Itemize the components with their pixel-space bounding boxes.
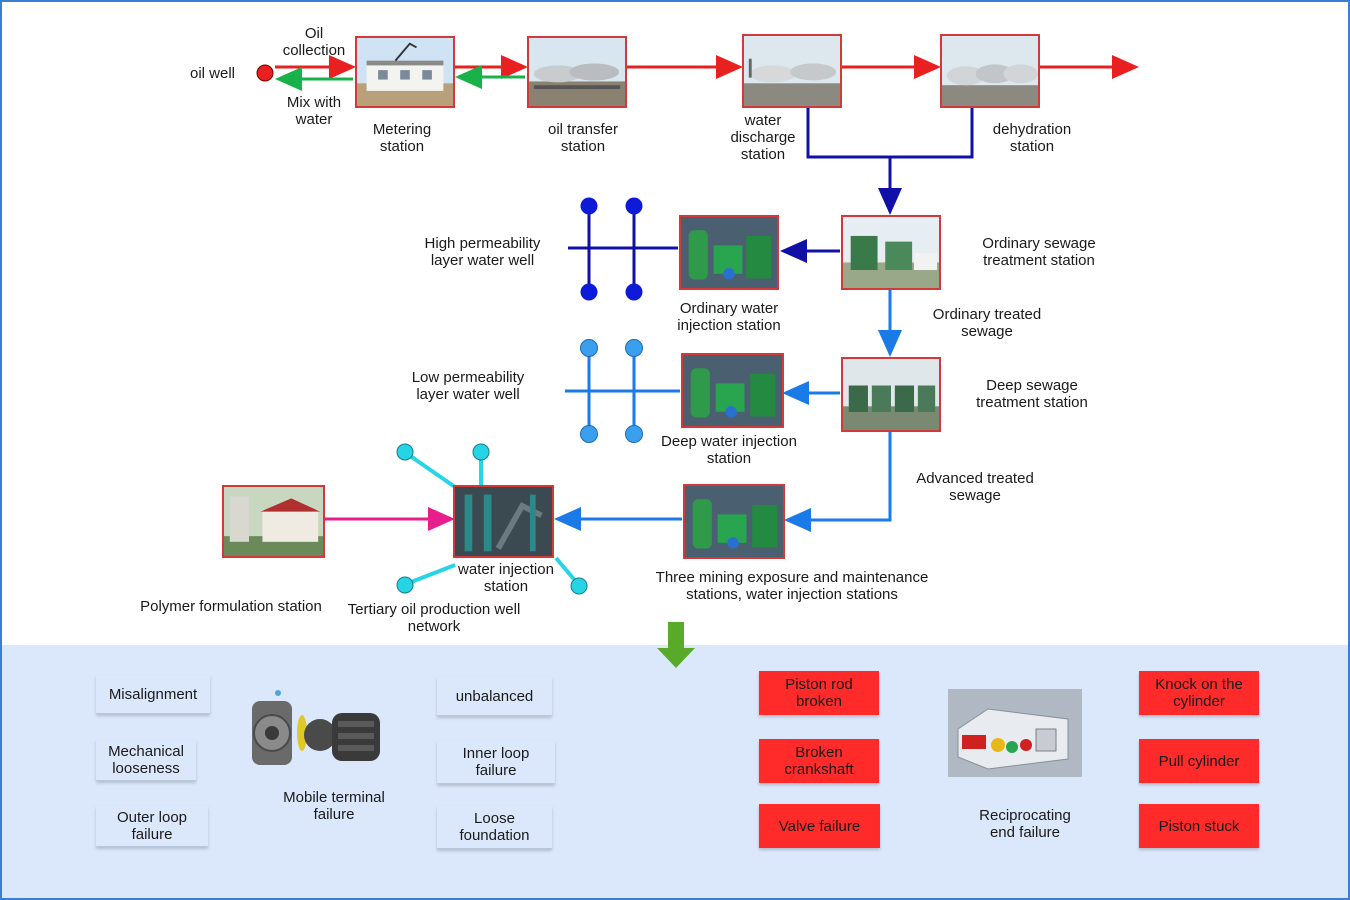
ordinary-sewage-station-image <box>841 215 941 290</box>
high-perm-well-label: High permeability layer water well <box>424 235 541 269</box>
fault-mechanical-looseness: Mechanical looseness <box>96 740 196 781</box>
fault-knock-cylinder: Knock on the cylinder <box>1139 671 1259 715</box>
fault-loose-foundation: Loose foundation <box>437 806 552 849</box>
fault-panel <box>2 645 1348 898</box>
oil-transfer-station-image <box>527 36 627 108</box>
deep-injection-station-image <box>681 353 784 428</box>
tertiary-well-2 <box>472 443 490 461</box>
fault-misalignment: Misalignment <box>96 675 210 714</box>
hp-well-3 <box>580 283 598 301</box>
mix-with-water-label: Mix with water <box>286 94 342 128</box>
reciprocating-image <box>948 689 1082 777</box>
mobile-terminal-image <box>250 683 386 783</box>
polymer-station-label: Polymer formulation station <box>140 598 322 615</box>
dehydration-station-image <box>940 34 1040 108</box>
tertiary-network-label: Tertiary oil production well network <box>347 601 521 635</box>
lp-well-4 <box>625 425 643 443</box>
discharge-to-sewage <box>806 107 974 159</box>
down-arrow <box>657 622 695 668</box>
deep-sewage-station-label: Deep sewage treatment station <box>976 377 1088 411</box>
metering-station-image <box>355 36 455 108</box>
lp-well-1 <box>580 339 598 357</box>
tertiary-well-3 <box>396 576 414 594</box>
oil-well-label: oil well <box>189 65 235 82</box>
water-injection-station-label: water injection station <box>458 561 554 595</box>
ordinary-injection-station-image <box>679 215 779 290</box>
deep-to-three-mining <box>784 432 892 532</box>
fault-outer-loop: Outer loop failure <box>96 806 208 847</box>
lp-well-3 <box>580 425 598 443</box>
oil-collection-label: Oil collection <box>282 25 346 59</box>
water-discharge-station-label: water discharge station <box>730 112 796 163</box>
fault-unbalanced: unbalanced <box>437 677 552 716</box>
ordinary-sewage-station-label: Ordinary sewage treatment station <box>982 235 1096 269</box>
deep-injection-station-label: Deep water injection station <box>661 433 797 467</box>
low-perm-well-label: Low permeability layer water well <box>411 369 525 403</box>
three-mining-station-image <box>683 484 785 559</box>
fault-inner-loop: Inner loop failure <box>437 741 555 784</box>
hp-well-1 <box>580 197 598 215</box>
hp-well-2 <box>625 197 643 215</box>
mobile-terminal-label: Mobile terminal failure <box>283 789 385 823</box>
oil-well-dot <box>256 64 274 82</box>
ordinary-treated-sewage-label: Ordinary treated sewage <box>932 306 1042 340</box>
tertiary-well-4 <box>570 577 588 595</box>
three-mining-stations-label: Three mining exposure and maintenance st… <box>655 569 929 603</box>
lp-well-2 <box>625 339 643 357</box>
ordinary-injection-station-label: Ordinary water injection station <box>677 300 781 334</box>
reciprocating-label: Reciprocating end failure <box>979 807 1071 841</box>
water-injection-station-image <box>453 485 554 558</box>
advanced-treated-sewage-label: Advanced treated sewage <box>916 470 1034 504</box>
fault-piston-rod: Piston rod broken <box>759 671 879 715</box>
oil-transfer-station-label: oil transfer station <box>547 121 619 155</box>
fault-broken-crankshaft: Broken crankshaft <box>759 739 879 783</box>
fault-piston-stuck: Piston stuck <box>1139 804 1259 848</box>
dehydration-station-label: dehydration station <box>992 121 1072 155</box>
deep-sewage-station-image <box>841 357 941 432</box>
fault-valve: Valve failure <box>759 804 880 848</box>
polymer-station-image <box>222 485 325 558</box>
water-discharge-station-image <box>742 34 842 108</box>
tertiary-well-1 <box>396 443 414 461</box>
metering-station-label: Metering station <box>372 121 432 155</box>
hp-well-4 <box>625 283 643 301</box>
fault-pull-cylinder: Pull cylinder <box>1139 739 1259 783</box>
